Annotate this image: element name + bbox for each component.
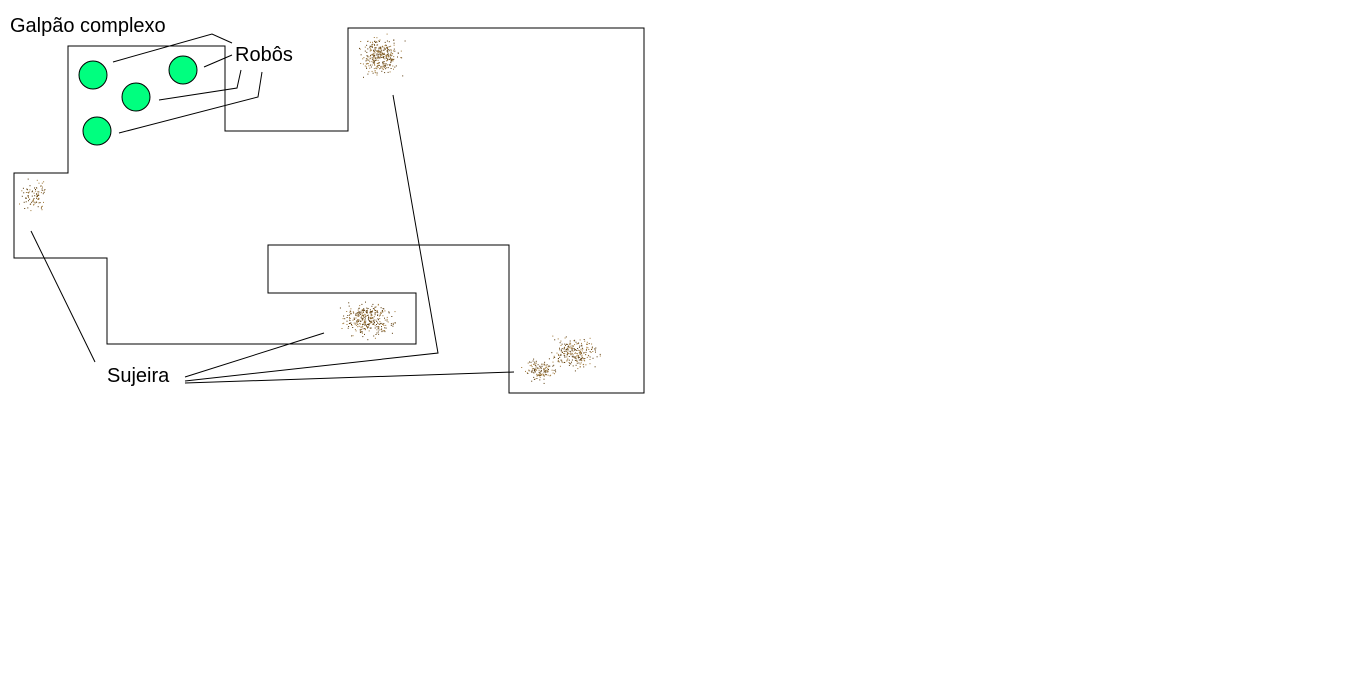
leader-line-dirt — [184, 94, 439, 382]
dirt-patch-top — [359, 33, 406, 78]
warehouse-outline — [13, 27, 645, 394]
leader-line-dirt — [30, 230, 96, 363]
robot — [121, 82, 151, 112]
dirt-patch-left — [19, 178, 46, 212]
dirt-label: Sujeira — [107, 365, 170, 387]
leader-line-robot — [158, 69, 242, 101]
robot — [168, 55, 198, 85]
robot — [78, 60, 108, 90]
leader-line-dirt — [184, 371, 515, 384]
dirt-patch-bottom-right — [521, 335, 601, 384]
robots-label: Robôs — [235, 44, 293, 66]
leader-line-warehouse — [112, 33, 233, 63]
leader-line-robot — [203, 54, 233, 68]
leader-line-robot — [118, 71, 263, 134]
robot — [82, 116, 112, 146]
dirt-patch-middle — [339, 301, 396, 341]
leader-line-dirt — [184, 332, 325, 378]
warehouse-label: Galpão complexo — [10, 15, 166, 37]
